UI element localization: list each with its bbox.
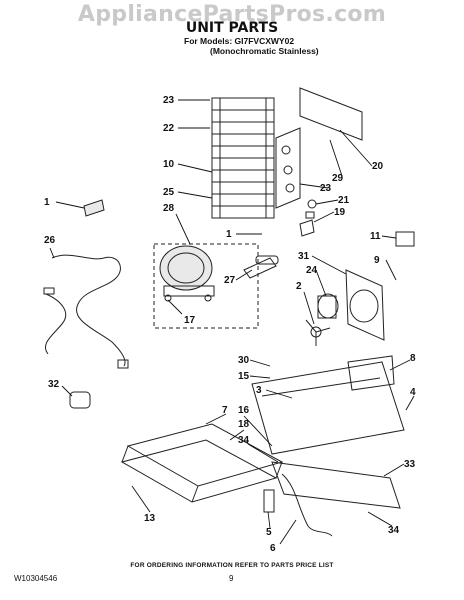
callout-31: 31 (298, 251, 310, 262)
callout-24: 24 (306, 265, 318, 276)
callout-16: 16 (238, 405, 250, 416)
callout-13: 13 (144, 513, 156, 524)
heater-bracket (263, 489, 275, 513)
callout-18: 18 (238, 419, 250, 430)
model-variant-line: (Monochromatic Stainless) (210, 46, 319, 56)
callout-25: 25 (163, 187, 175, 198)
control-bracket (347, 355, 395, 391)
page-title: UNIT PARTS (185, 20, 279, 36)
compressor (153, 243, 259, 329)
plug (69, 391, 91, 409)
model-info: For Models: GI7FVCXWY02 (Monochromatic S… (184, 36, 319, 56)
callout-9: 9 (374, 255, 380, 266)
callout-29: 29 (332, 173, 344, 184)
callout-4: 4 (410, 387, 416, 398)
callout-23: 23 (163, 95, 175, 106)
drain-tube (255, 255, 279, 265)
callout-17: 17 (184, 315, 196, 326)
callout-7: 7 (222, 405, 228, 416)
air-duct (299, 87, 363, 141)
callout-1: 1 (44, 197, 50, 208)
evaporator-coil (120, 423, 284, 503)
compressor-capacitor (243, 257, 277, 279)
fan-shroud (345, 269, 385, 341)
drain-pan (271, 461, 401, 509)
callout-28: 28 (163, 203, 175, 214)
callout-19: 19 (334, 207, 346, 218)
fan-motor (317, 293, 339, 319)
callout-34: 34 (388, 525, 400, 536)
page-number: 9 (229, 574, 234, 583)
fan-blade (305, 319, 331, 346)
base-pan (251, 361, 405, 455)
callout-15: 15 (238, 371, 250, 382)
callout-27: 27 (224, 275, 236, 286)
callout-22: 22 (163, 123, 175, 134)
relay-label (83, 199, 105, 217)
document-number: W10304546 (14, 574, 58, 583)
callout-2: 2 (296, 281, 302, 292)
callout-26: 26 (44, 235, 56, 246)
callout-8: 8 (410, 353, 416, 364)
model-line: For Models: GI7FVCXWY02 (184, 36, 295, 46)
wire-harness (43, 254, 129, 369)
callout-21: 21 (338, 195, 350, 206)
condenser-bracket (275, 127, 301, 209)
ordering-note: FOR ORDERING INFORMATION REFER TO PARTS … (130, 562, 334, 569)
callout-1: 1 (226, 229, 232, 240)
callout-11: 11 (370, 231, 381, 242)
callout-30: 30 (238, 355, 250, 366)
watermark-text: AppliancePartsPros.com (77, 2, 387, 27)
condenser-assembly (211, 97, 275, 219)
callout-34: 34 (238, 435, 250, 446)
thermistor (395, 231, 415, 247)
callout-20: 20 (372, 161, 384, 172)
callout-10: 10 (163, 159, 175, 170)
callout-32: 32 (48, 379, 60, 390)
defrost-heater (281, 473, 333, 537)
callout-5: 5 (266, 527, 272, 538)
callout-23: 23 (320, 183, 332, 194)
callout-3: 3 (256, 385, 262, 396)
callout-6: 6 (270, 543, 276, 554)
callout-33: 33 (404, 459, 416, 470)
